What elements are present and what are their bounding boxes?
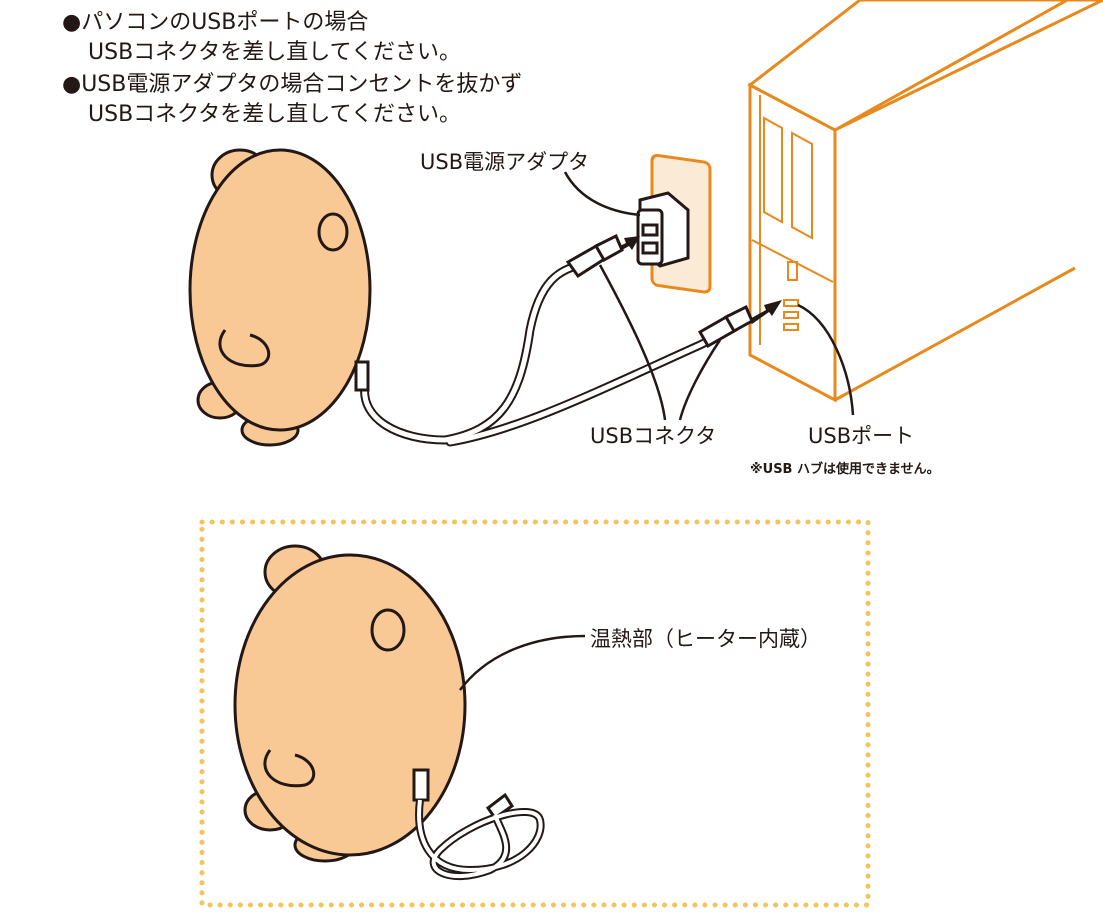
connector-label: USBコネクタ <box>590 424 717 448</box>
adapter-label: USB電源アダプタ <box>420 150 590 174</box>
heater-frame <box>199 519 871 908</box>
instruction-line: USBコネクタを差し直してください。 <box>88 102 461 127</box>
instruction-line: ●パソコンのUSBポートの場合 <box>62 10 369 35</box>
heater-label: 温熱部（ヒーター内蔵） <box>590 627 821 651</box>
hub-note: ※USB ハブは使用できません。 <box>750 462 940 477</box>
usb-connector-icon <box>565 233 754 349</box>
character-bottom <box>233 544 467 863</box>
instruction-line: USBコネクタを差し直してください。 <box>88 40 461 65</box>
pc-tower <box>747 0 1103 403</box>
instruction-line: ●USB電源アダプタの場合コンセントを抜かず <box>62 72 523 97</box>
coiled-cable <box>415 792 545 881</box>
port-label: USBポート <box>808 424 915 448</box>
character-top <box>188 148 372 447</box>
usb-power-adapter-icon <box>636 191 690 268</box>
